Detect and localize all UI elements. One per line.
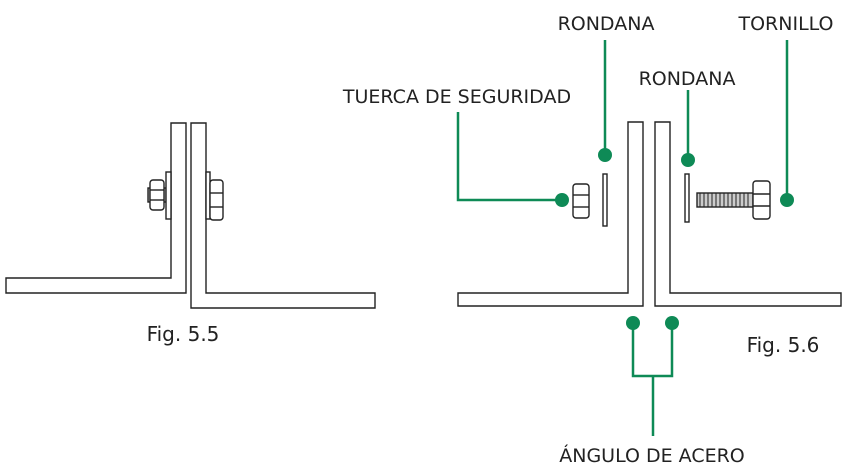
exploded-left-angle xyxy=(457,121,644,307)
fig-5-5-caption: Fig. 5.5 xyxy=(147,322,220,346)
exploded-washer-right xyxy=(684,173,690,223)
assembled-bolt-head xyxy=(209,179,224,221)
exploded-washer-left xyxy=(602,173,608,227)
washer-top-dot xyxy=(598,148,612,162)
steel-angle-leader xyxy=(631,323,674,378)
exploded-right-angle xyxy=(654,121,842,307)
leader-dots xyxy=(555,148,794,330)
label-lock-nut: TUERCA DE SEGURIDAD xyxy=(342,86,571,108)
exploded-bolt-shank xyxy=(696,192,754,208)
fig-5-6-caption: Fig. 5.6 xyxy=(747,333,820,357)
exploded-joint xyxy=(457,121,842,307)
leader-lines xyxy=(456,40,789,436)
exploded-lock-nut xyxy=(572,183,590,219)
washer-right-dot xyxy=(681,153,695,167)
label-steel-angle: ÁNGULO DE ACERO xyxy=(559,444,745,467)
label-bolt: TORNILLO xyxy=(737,13,833,35)
label-washer-right: RONDANA xyxy=(639,68,736,90)
assembled-left-angle xyxy=(5,122,187,294)
exploded-bolt-head xyxy=(752,180,771,220)
lock-nut-dot xyxy=(555,193,569,207)
assembled-washer-left xyxy=(165,171,172,220)
steel-angle-dot-left xyxy=(626,316,640,330)
bolt-dot xyxy=(780,193,794,207)
steel-angle-dot-right xyxy=(665,316,679,330)
label-washer-top: RONDANA xyxy=(558,13,655,35)
assembled-right-angle xyxy=(190,122,376,309)
assembled-joint xyxy=(5,122,376,309)
assembled-lock-nut xyxy=(149,179,165,211)
lock-nut-leader xyxy=(456,112,562,202)
